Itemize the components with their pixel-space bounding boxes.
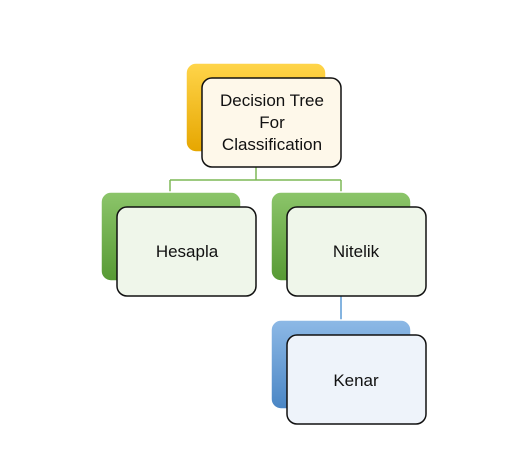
node-root-label-line-2: For bbox=[259, 113, 285, 132]
node-root: Decision Tree For Classification bbox=[185, 62, 342, 168]
node-kenar-label: Kenar bbox=[333, 371, 379, 390]
node-nitelik-label: Nitelik bbox=[333, 242, 380, 261]
connectors bbox=[169, 165, 342, 320]
node-hesapla-card bbox=[116, 206, 257, 297]
node-root-label-line-1: Decision Tree bbox=[220, 91, 324, 110]
node-root-card bbox=[201, 77, 342, 168]
node-nitelik: Nitelik bbox=[270, 191, 427, 297]
node-kenar: Kenar bbox=[270, 319, 427, 425]
node-hesapla-label: Hesapla bbox=[156, 242, 219, 261]
node-root-label-line-3: Classification bbox=[222, 135, 322, 154]
node-hesapla: Hesapla bbox=[100, 191, 257, 297]
node-nitelik-card bbox=[286, 206, 427, 297]
node-kenar-card bbox=[286, 334, 427, 425]
